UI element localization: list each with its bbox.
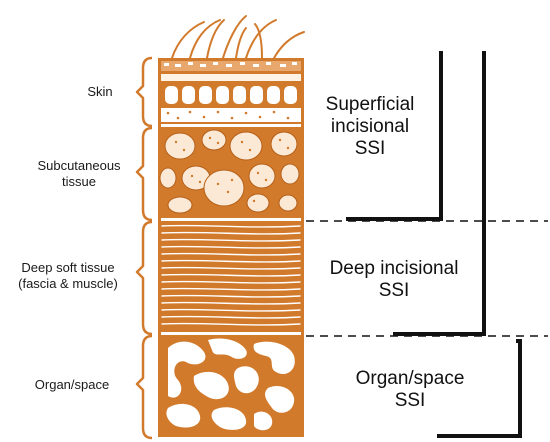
label-skin: Skin [87,84,113,99]
organ-layer [161,332,301,431]
label-deep-line1: Deep incisional [329,258,459,279]
layer-braces [135,56,153,440]
label-subcutaneous-line1: Subcutaneous [37,158,121,173]
label-deep-ssi: Deep incisional SSI [306,258,482,302]
brace-organ [135,334,153,440]
brace-deep-tissue [135,220,153,336]
label-superficial-line3: SSI [354,138,386,159]
bracket-superficial [346,51,443,221]
label-superficial-line2: incisional [330,116,410,137]
bracket-organ [437,339,522,438]
bracket-deep [393,51,486,336]
label-organ-ssi-line1: Organ/space [355,368,465,389]
dashed-boundaries [306,220,548,337]
label-organ-ssi-line2: SSI [394,390,426,411]
label-deep-tissue-line2: (fascia & muscle) [18,276,118,291]
ssi-brackets [346,51,522,438]
label-deep-line2: SSI [378,280,410,301]
label-organ-space: Organ/space [34,377,110,392]
label-superficial-line1: Superficial [325,94,415,115]
hair-strands [171,15,305,59]
deep-tissue-layer [161,218,301,326]
label-subcutaneous-line2: tissue [62,174,96,189]
label-deep-tissue-line1: Deep soft tissue [21,260,115,275]
subcutaneous-layer [159,124,301,214]
skin-layer [161,61,301,122]
label-superficial-ssi: Superficial incisional SSI [300,94,440,160]
brace-skin [135,56,153,128]
label-subcutaneous: Subcutaneous tissue [20,158,138,190]
label-organ-ssi: Organ/space SSI [340,368,480,412]
label-deep-tissue: Deep soft tissue (fascia & muscle) [0,260,136,292]
brace-subcutaneous [135,126,153,222]
